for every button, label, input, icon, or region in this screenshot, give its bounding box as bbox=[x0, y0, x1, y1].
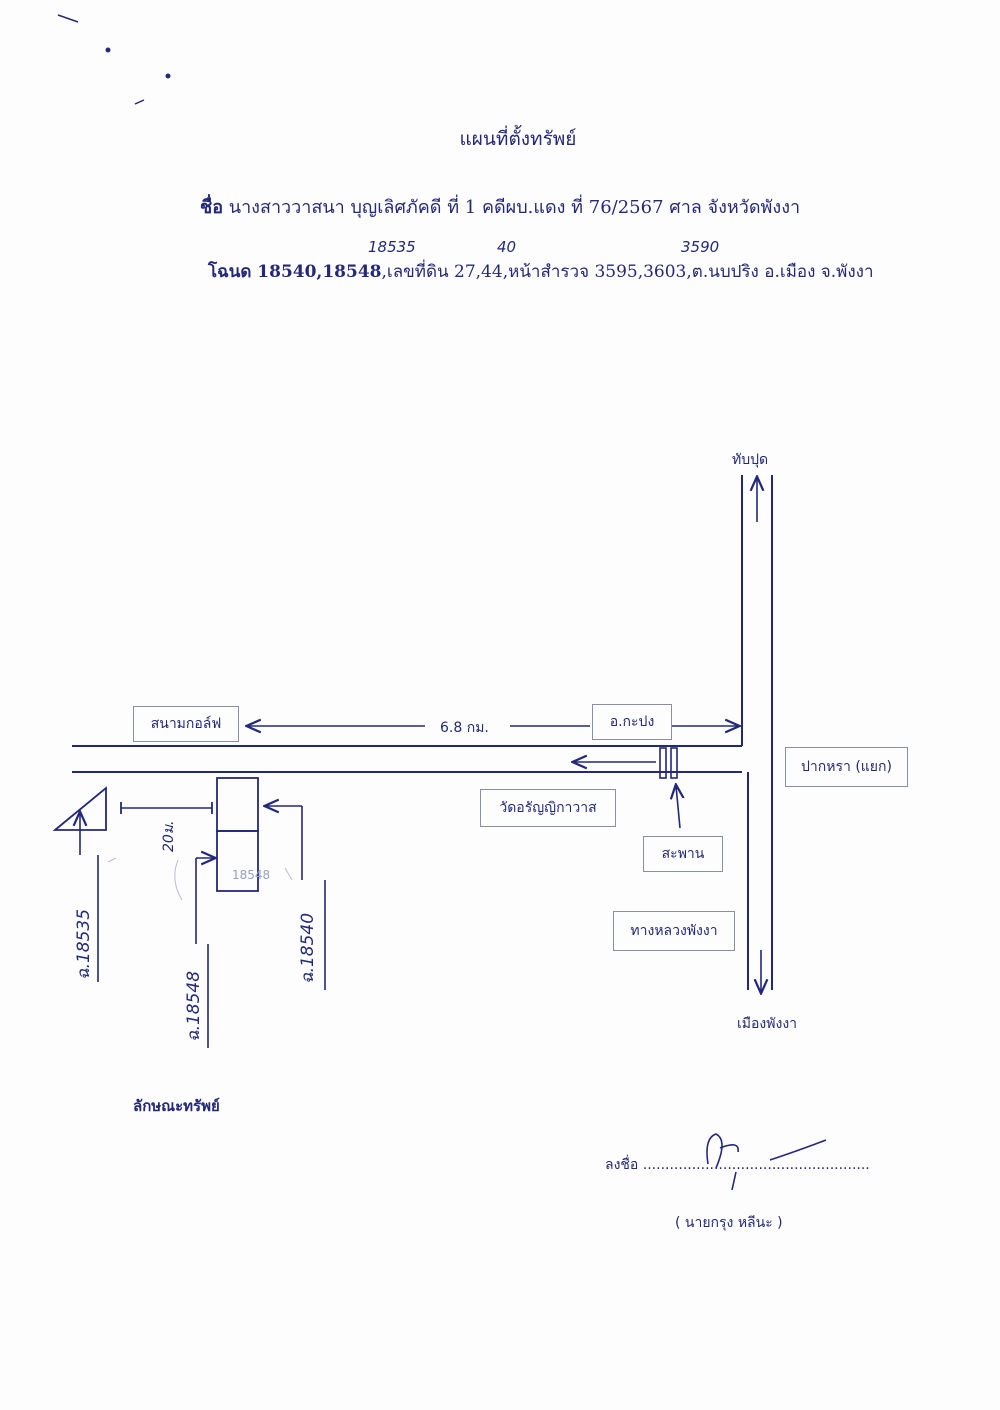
scan-mark bbox=[105, 47, 111, 53]
distance-label: 6.8 กม. bbox=[440, 720, 489, 736]
handwritten-survey-addition: 3590 bbox=[681, 238, 720, 256]
survey-numbers: หน้าสำรวจ 3595,3603, bbox=[508, 262, 692, 282]
bridge-rail-left bbox=[659, 747, 667, 779]
deed-line: โฉนด 18540,18548,เลขที่ดิน 27,44,หน้าสำร… bbox=[208, 258, 874, 285]
thap-put-label: ทับปุด bbox=[732, 452, 769, 468]
scan-mark bbox=[165, 73, 171, 79]
wat-label: วัดอรัญญิกาวาส bbox=[480, 789, 616, 827]
width-20m-label: 20ม. bbox=[161, 820, 177, 853]
golf-course-label: สนามกอล์ฟ bbox=[133, 706, 239, 742]
scan-mark bbox=[57, 14, 79, 23]
land-numbers: ,เลขที่ดิน 27,44, bbox=[381, 262, 509, 282]
handwritten-land-addition: 40 bbox=[497, 238, 517, 256]
scan-mark bbox=[134, 99, 145, 105]
mueang-phang-nga-label: เมืองพังงา bbox=[737, 1016, 798, 1032]
sign-dots: ........................................… bbox=[642, 1157, 870, 1173]
highway-label: ทางหลวงพังงา bbox=[613, 911, 735, 951]
plot-18540-label: ฉ.18540 bbox=[298, 912, 318, 984]
property-description-label: ลักษณะทรัพย์ bbox=[133, 1097, 220, 1115]
location: ต.นบปริง อ.เมือง จ.พังงา bbox=[691, 262, 874, 282]
page-title: แผนที่ตั้งทรัพย์ bbox=[459, 128, 577, 150]
plot-18548-lower bbox=[216, 830, 259, 892]
owner-details: นางสาววาสนา บุญเลิศภัคดี ที่ 1 คดีผบ.แดง… bbox=[228, 197, 801, 218]
plot-18548-upper bbox=[216, 777, 259, 832]
owner-line: ชื่อ นางสาววาสนา บุญเลิศภัคดี ที่ 1 คดีผ… bbox=[200, 192, 800, 221]
signature-scribble bbox=[706, 1133, 827, 1191]
bridge-label: สะพาน bbox=[643, 836, 723, 872]
faint-pencil-marks bbox=[107, 857, 293, 901]
owner-label: ชื่อ bbox=[200, 197, 224, 218]
bridge-rail-right bbox=[670, 747, 678, 779]
signature-line: ลงชื่อ .................................… bbox=[605, 1154, 870, 1176]
deed-numbers: โฉนด 18540,18548 bbox=[208, 262, 382, 282]
plot-18548-label: ฉ.18548 bbox=[184, 970, 204, 1042]
plot-18535-label: ฉ.18535 bbox=[74, 908, 94, 980]
sign-label: ลงชื่อ bbox=[605, 1157, 639, 1173]
arrow-to-bridge bbox=[676, 786, 680, 829]
pak-ra-junction-label: ปากหรา (แยก) bbox=[785, 747, 908, 787]
kapong-label: อ.กะปง bbox=[592, 704, 672, 740]
signer-name: ( นายกรุง หลีนะ ) bbox=[675, 1215, 783, 1231]
faint-pencil-note: 18548 bbox=[232, 868, 271, 882]
handwritten-deed-addition: 18535 bbox=[368, 238, 416, 256]
